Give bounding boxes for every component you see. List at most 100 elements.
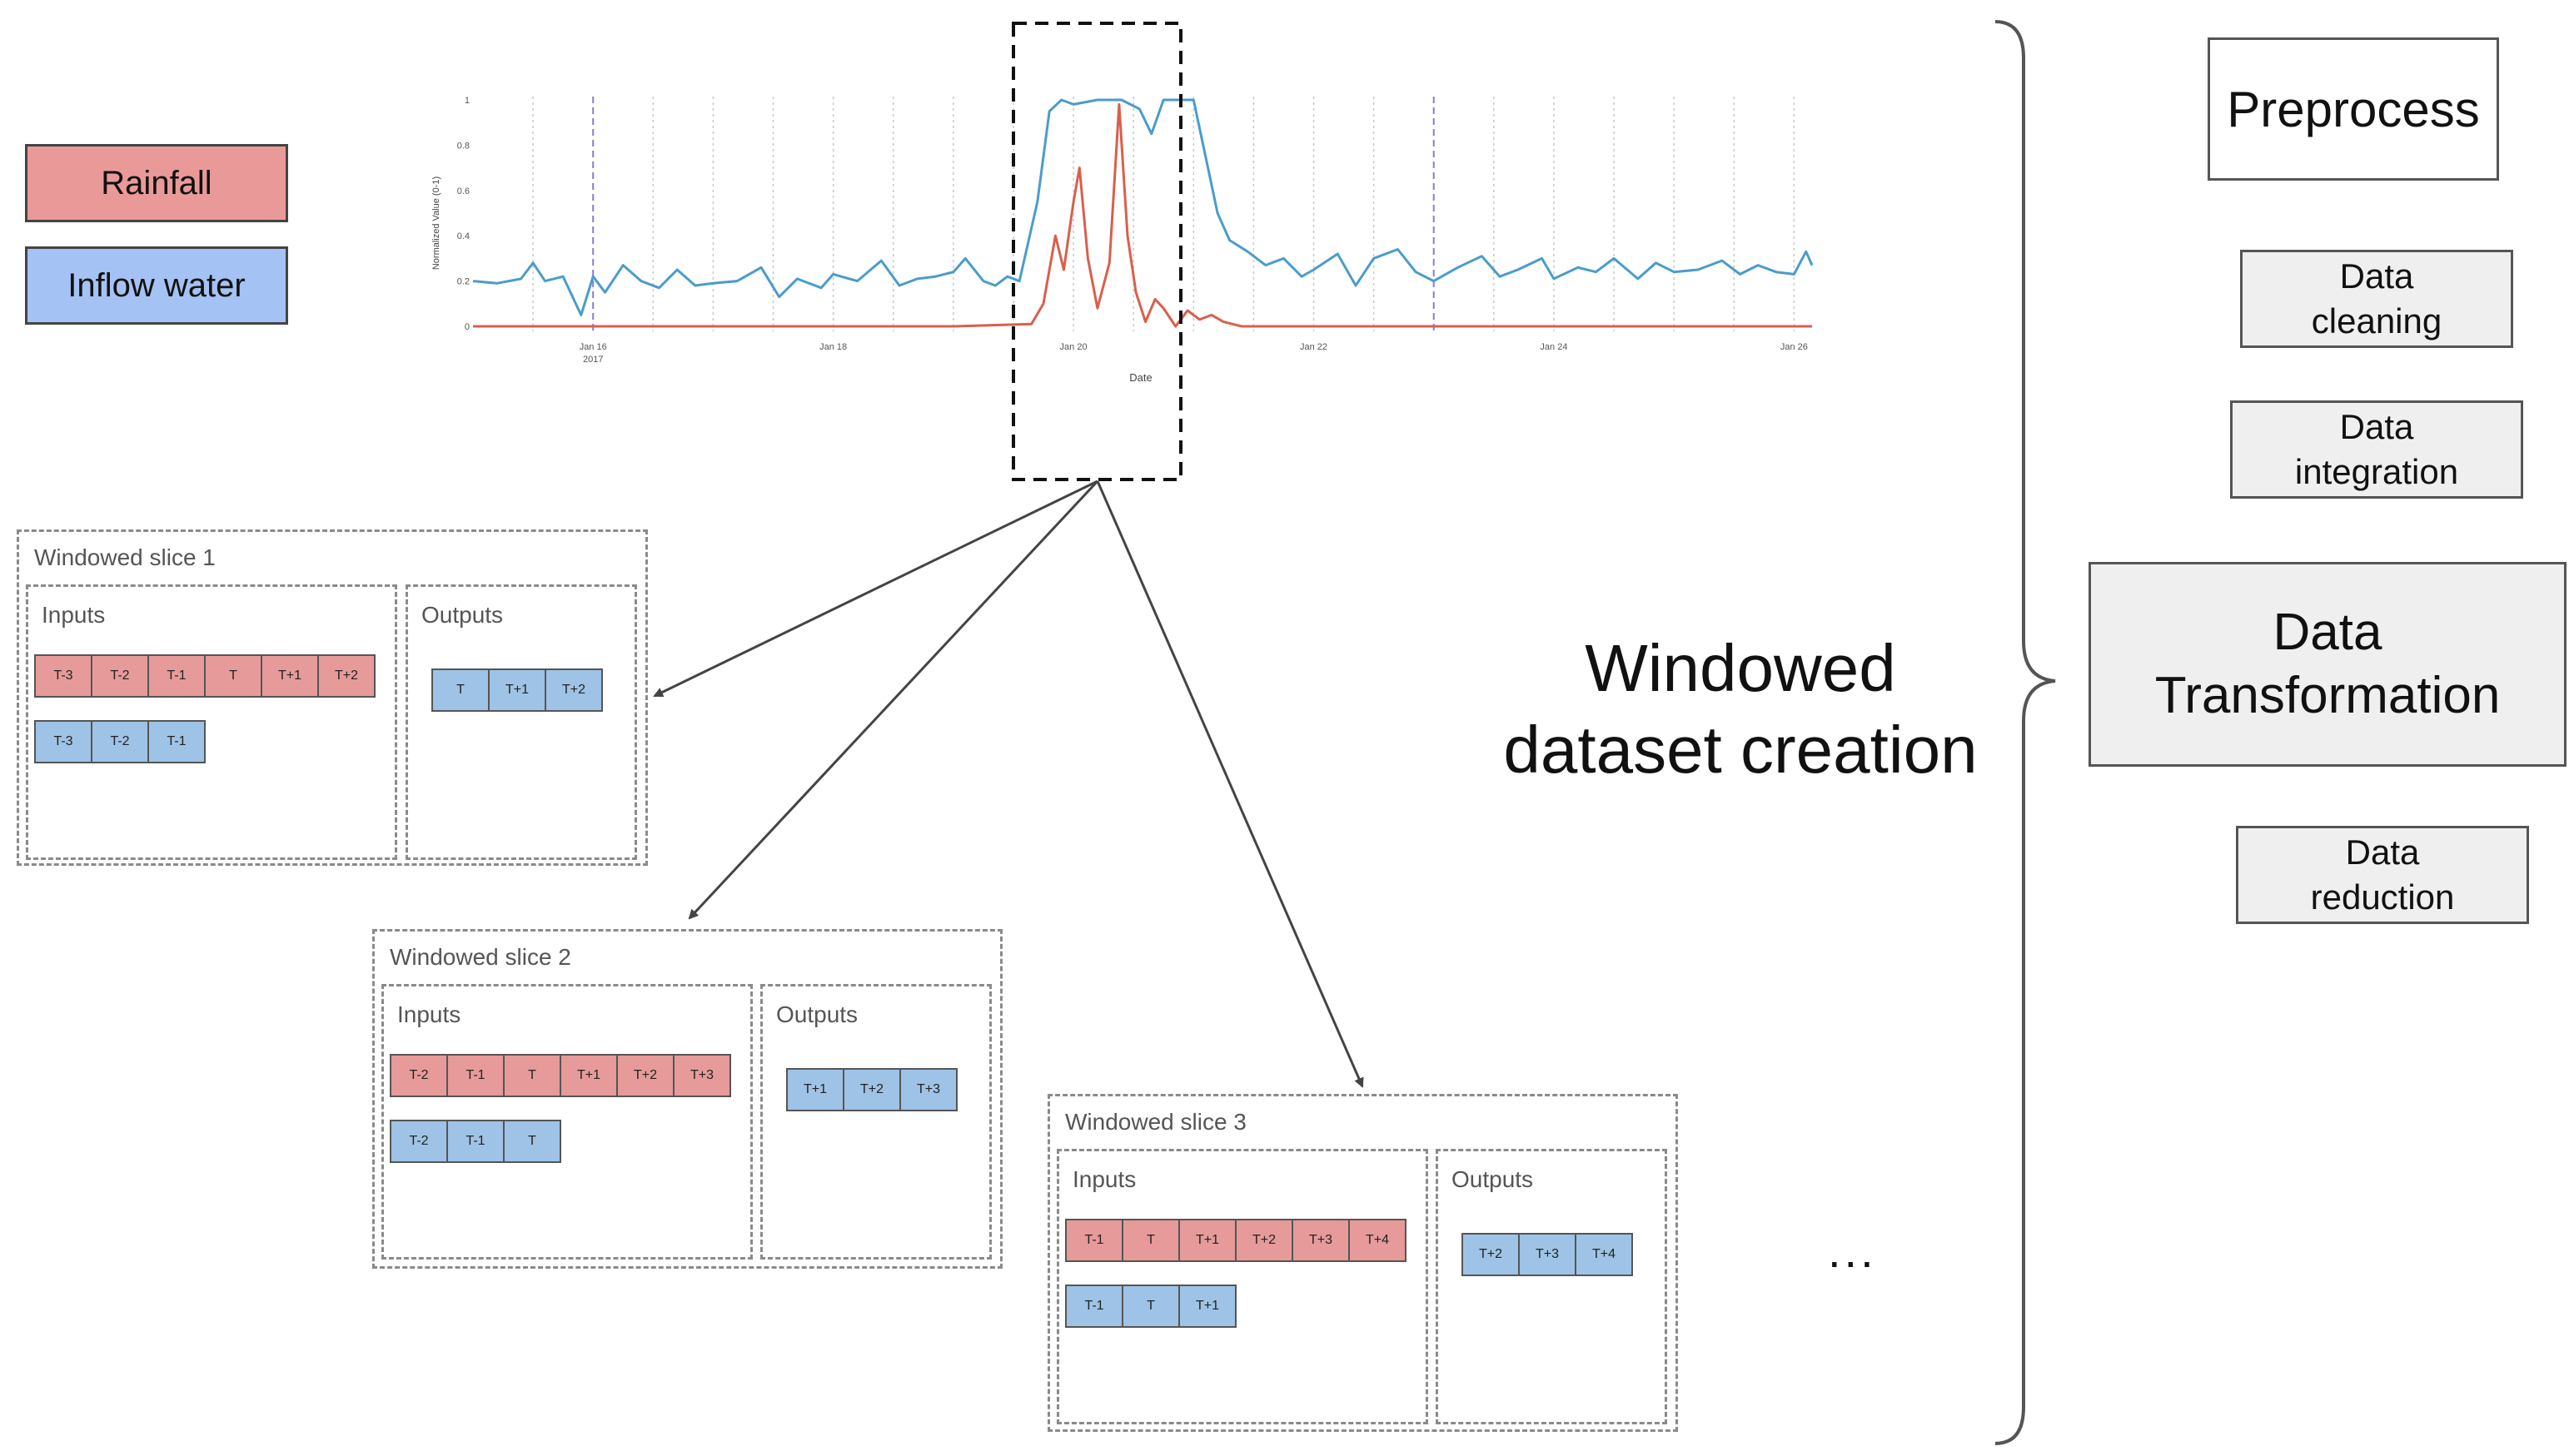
cell: T-1 [446,1054,505,1097]
cell: T+1 [488,668,546,712]
cell: T+4 [1348,1219,1406,1262]
slice-2-outputs-cells: T+1 T+2 T+3 [786,1068,958,1111]
cell: T+2 [843,1068,901,1111]
legend-inflow: Inflow water [25,246,288,325]
y-tick-label: 0.6 [457,186,470,196]
cell: T+1 [786,1068,844,1111]
cell: T+1 [261,654,319,698]
cell: T [204,654,262,698]
cell: T+3 [1292,1219,1350,1262]
arrow-to-slice-1 [653,480,1098,698]
slice-1-title: Windowed slice 1 [34,544,216,570]
preprocess-label: Preprocess [2227,81,2480,137]
cell: T-1 [446,1120,505,1163]
cell: T+2 [317,654,376,698]
cell: T-1 [1065,1219,1123,1262]
slice-3-outputs-cells: T+2 T+3 T+4 [1461,1233,1633,1276]
cell: T-2 [91,654,149,698]
x-tick-sublabel: 2017 [583,355,603,365]
cell: T-1 [147,654,206,698]
curly-brace [1994,20,2056,1445]
slice-2-outputs: Outputs T+1 T+2 T+3 [760,984,992,1260]
cell: T-2 [390,1054,448,1097]
x-tick-label: Jan 20 [1060,342,1088,352]
data-cleaning-label: Data cleaning [2311,256,2442,340]
cell: T+1 [1178,1285,1237,1328]
selection-window [1012,22,1182,481]
ellipsis: ... [1828,1225,1877,1277]
legend-rainfall-label: Rainfall [101,164,212,201]
x-tick-label: Jan 18 [819,342,847,352]
inflow-series-line [472,98,1814,316]
x-tick-label: Jan 16 [580,342,607,352]
slice-1-rain-inputs: T-3 T-2 T-1 T T+1 T+2 [34,654,376,698]
cell: T [1122,1285,1180,1328]
data-transformation-label: Data Transformation [2154,604,2501,724]
data-integration-box: Data integration [2230,400,2523,499]
data-integration-label: Data integration [2294,407,2459,491]
cell: T+2 [545,668,603,712]
data-transformation-box: Data Transformation [2089,562,2567,767]
windowed-slice-1: Windowed slice 1 Inputs T-3 T-2 T-1 T T+… [17,529,648,866]
slice-3-inputs: Inputs T-1 T T+1 T+2 T+3 T+4 T-1 T T+1 [1057,1149,1428,1424]
x-tick-label: Jan 26 [1780,342,1808,352]
slice-1-inputs-label: Inputs [42,602,106,628]
x-tick-label: Jan 24 [1540,342,1567,352]
x-axis-label: Date [1129,371,1152,384]
slice-1-outputs-label: Outputs [421,602,504,628]
slice-1-inflow-inputs: T-3 T-2 T-1 [34,720,206,763]
slice-2-inflow-inputs: T-2 T-1 T [390,1120,561,1163]
cell: T+2 [1235,1219,1293,1262]
slice-2-outputs-label: Outputs [776,1001,859,1027]
arrow-to-slice-3 [1096,480,1364,1088]
slice-2-title: Windowed slice 2 [390,944,571,970]
cell: T+2 [616,1054,675,1097]
cell: T+3 [899,1068,958,1111]
cell: T-2 [91,720,149,763]
slice-2-rain-inputs: T-2 T-1 T T+1 T+2 T+3 [390,1054,731,1097]
slice-3-outputs-label: Outputs [1451,1166,1534,1192]
cell: T-2 [390,1120,448,1163]
slice-1-inputs: Inputs T-3 T-2 T-1 T T+1 T+2 T-3 T-2 T-1 [26,584,397,860]
slice-2-inputs-label: Inputs [397,1001,461,1027]
data-reduction-label: Data reduction [2310,832,2455,917]
data-reduction-box: Data reduction [2236,826,2529,924]
preprocess-box: Preprocess [2208,37,2499,181]
cell: T-3 [34,720,92,763]
cell: T [431,668,490,712]
slice-3-title: Windowed slice 3 [1065,1109,1247,1135]
cell: T-1 [147,720,206,763]
windowed-slice-2: Windowed slice 2 Inputs T-2 T-1 T T+1 T+… [372,929,1003,1269]
y-tick-label: 1 [465,96,470,106]
slice-1-outputs-cells: T T+1 T+2 [431,668,603,712]
legend-rainfall: Rainfall [25,144,288,222]
cell: T-1 [1065,1285,1123,1328]
slice-3-outputs: Outputs T+2 T+3 T+4 [1436,1149,1667,1424]
cell: T [503,1054,561,1097]
x-tick-label: Jan 22 [1300,342,1327,352]
y-axis-label: Normalized Value (0-1) [431,176,441,270]
rainfall-series-line [473,102,1812,328]
slice-3-rain-inputs: T-1 T T+1 T+2 T+3 T+4 [1065,1219,1406,1262]
cell: T+3 [1518,1233,1576,1276]
y-tick-label: 0 [465,322,470,332]
cell: T [503,1120,561,1163]
slice-3-inputs-label: Inputs [1073,1166,1137,1192]
y-tick-label: 0.2 [457,277,470,287]
windowed-dataset-creation-title: Windowed dataset creation [1503,631,1978,787]
slice-3-inflow-inputs: T-1 T T+1 [1065,1285,1237,1328]
cell: T+1 [1178,1219,1237,1262]
legend-inflow-label: Inflow water [67,266,246,304]
y-tick-label: 0.8 [457,141,470,151]
slice-2-inputs: Inputs T-2 T-1 T T+1 T+2 T+3 T-2 T-1 T [381,984,753,1260]
slice-1-outputs: Outputs T T+1 T+2 [406,584,637,860]
y-tick-label: 0.4 [457,231,470,241]
cell: T+3 [673,1054,731,1097]
data-cleaning-box: Data cleaning [2240,250,2513,348]
cell: T+1 [560,1054,618,1097]
cell: T [1122,1219,1180,1262]
arrow-to-slice-2 [688,480,1099,920]
cell: T+4 [1575,1233,1633,1276]
